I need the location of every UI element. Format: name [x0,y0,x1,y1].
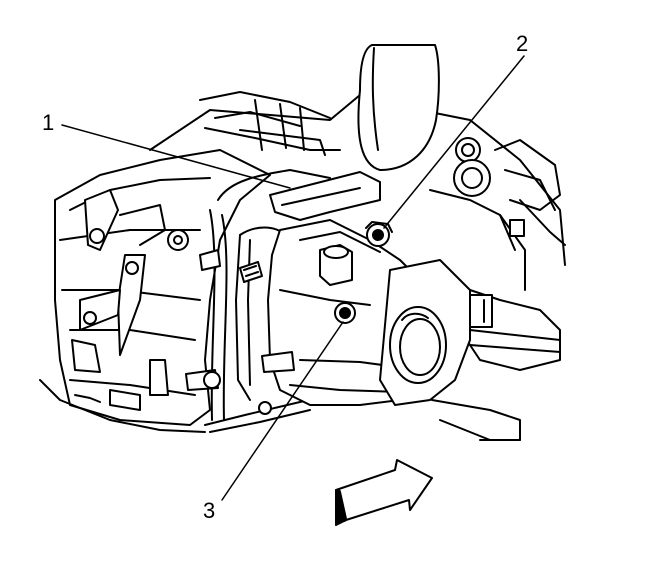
right-frame-components [429,137,566,291]
leader-line-3 [221,321,344,501]
leader-line-2 [383,55,525,229]
callout-number-3: 3 [203,498,216,523]
front-direction-arrow [335,459,433,526]
callout-number-1: 1 [42,110,55,135]
leader-lines [61,55,525,501]
leader-line-1 [61,124,291,189]
extension-housing [379,259,521,441]
bolt-item-2 [365,221,393,247]
bolt-item-3 [334,302,356,324]
case-fittings [185,244,353,415]
underbody-lines [39,379,521,441]
exhaust-pipe [357,44,440,171]
shift-linkage [71,189,189,411]
callout-number-2: 2 [516,31,529,56]
bracket-part [235,171,381,401]
